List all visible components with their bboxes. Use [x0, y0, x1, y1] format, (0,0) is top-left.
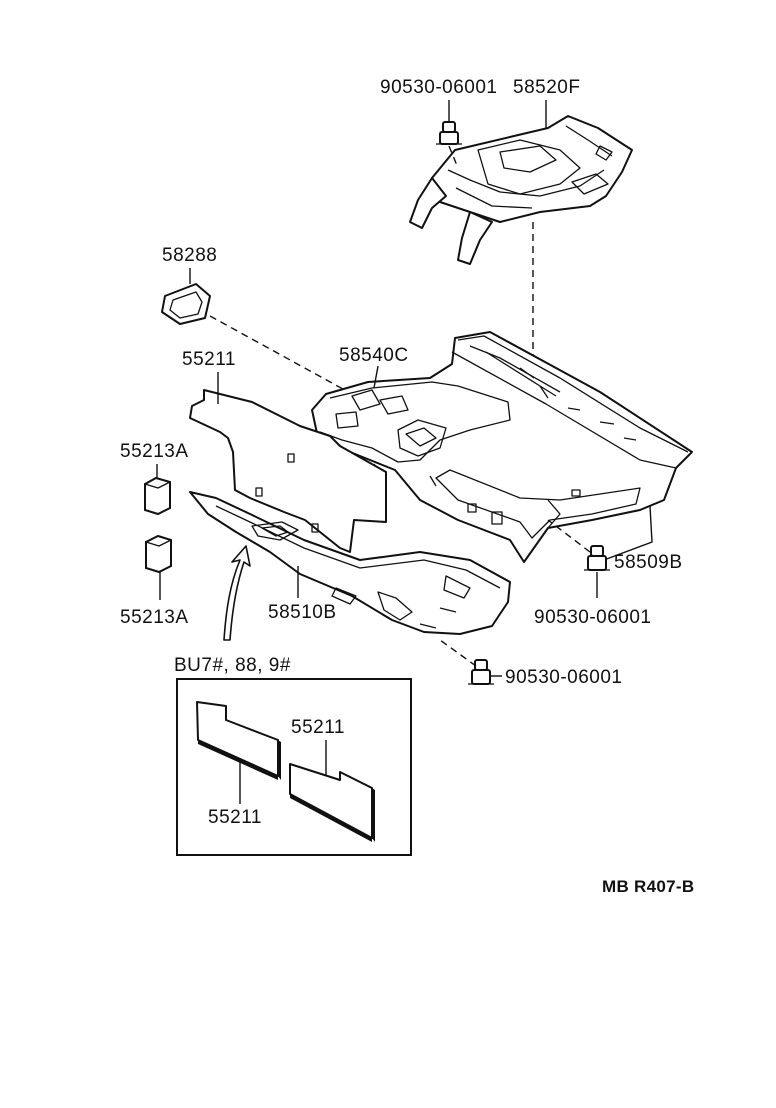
- label-58510b: 58510B: [268, 602, 337, 623]
- figure-reference: MB R407-B: [602, 877, 695, 896]
- grommet-58288-drawing: [161, 268, 353, 395]
- label-clip-bottom: 90530-06001: [505, 667, 623, 688]
- label-55211-main: 55211: [182, 349, 236, 370]
- leader-58540c: [373, 365, 379, 389]
- pad-55213a-upper-drawing: [144, 464, 171, 516]
- inset-box-drawing: [176, 678, 412, 856]
- label-inset-55211-left: 55211: [208, 807, 262, 828]
- part-58520f-drawing: [409, 115, 633, 265]
- label-variant-note: BU7#, 88, 9#: [174, 655, 291, 676]
- pad-55211-drawing: [189, 372, 387, 553]
- label-inset-55211-right: 55211: [291, 717, 345, 738]
- label-58520f: 58520F: [513, 77, 581, 98]
- clip-top-drawing: [436, 100, 462, 169]
- label-clip-right: 90530-06001: [534, 607, 652, 628]
- label-58288: 58288: [162, 245, 218, 266]
- clip-right-drawing: [547, 519, 610, 598]
- clip-bottom-drawing: [439, 639, 502, 685]
- pad-55213a-lower-drawing: [145, 534, 172, 600]
- label-58540c: 58540C: [339, 345, 409, 366]
- inset-pointer-arrow: [223, 545, 251, 641]
- floor-pan-main-drawing: [311, 331, 693, 563]
- floor-pan-rear-drawing: [189, 491, 511, 635]
- label-55213a-lower: 55213A: [120, 607, 189, 628]
- label-58509b: 58509B: [614, 552, 683, 573]
- label-clip-top: 90530-06001: [380, 77, 498, 98]
- label-55213a-upper: 55213A: [120, 441, 189, 462]
- leader-58509b: [603, 505, 653, 561]
